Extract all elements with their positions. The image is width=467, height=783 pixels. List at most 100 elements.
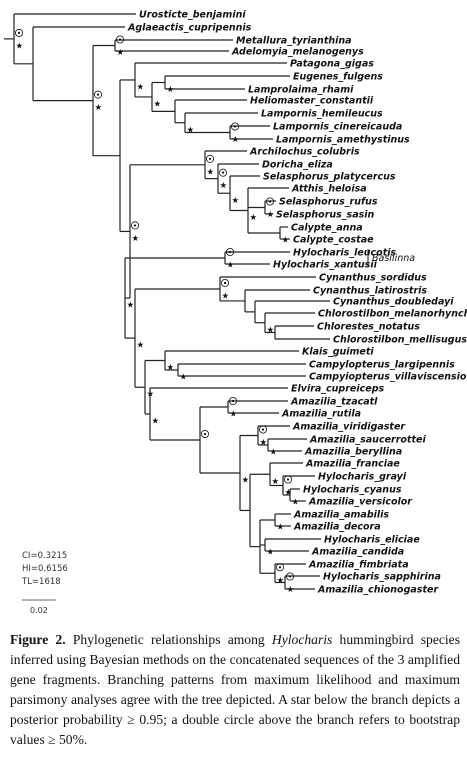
clade-label-basilinna: Basilinna xyxy=(372,253,415,264)
posterior-star: ★ xyxy=(137,341,145,351)
taxon-label: Heliomaster_constantii xyxy=(250,96,374,107)
bootstrap-marker-dot xyxy=(221,171,225,174)
posterior-star: ★ xyxy=(250,213,258,223)
taxon-label: Cynanthus_sordidus xyxy=(319,273,427,284)
posterior-star: ★ xyxy=(137,82,145,92)
taxon-label: Eugenes_fulgens xyxy=(293,72,383,83)
bootstrap-marker xyxy=(200,429,209,438)
posterior-star: ★ xyxy=(117,48,125,58)
posterior-star: ★ xyxy=(292,498,300,508)
posterior-star: ★ xyxy=(152,416,160,426)
bootstrap-marker-dot xyxy=(96,93,100,96)
posterior-star: ★ xyxy=(232,135,240,145)
bootstrap-marker xyxy=(275,563,284,572)
stat-ci: CI=0.3215 xyxy=(22,551,67,561)
posterior-star: ★ xyxy=(167,363,175,373)
taxon-label: Metallura_tyrianthina xyxy=(236,36,352,47)
stat-tl: TL=1618 xyxy=(21,577,61,587)
posterior-star: ★ xyxy=(180,373,188,383)
taxon-label: Calypte_costae xyxy=(293,235,374,246)
posterior-star: ★ xyxy=(232,196,240,206)
support-markers: ★★★★★★★★★★★★★★★★★★★★★★★★★★★★★★★★★★★ xyxy=(14,28,300,595)
bootstrap-marker xyxy=(220,278,229,287)
taxon-label: Hylocharis_xantusii xyxy=(273,260,378,271)
taxon-label: Amazilia_chionogaster xyxy=(317,585,439,596)
posterior-star: ★ xyxy=(282,236,290,246)
taxon-label: Doricha_eliza xyxy=(262,160,333,171)
posterior-star: ★ xyxy=(222,291,230,301)
taxon-label: Hylocharis_cyanus xyxy=(303,485,402,496)
bootstrap-marker xyxy=(265,197,274,206)
taxon-label: Lampornis_cinereicauda xyxy=(273,122,402,133)
posterior-star: ★ xyxy=(132,234,140,244)
scale-bar-label: 0.02 xyxy=(30,606,48,615)
posterior-star: ★ xyxy=(267,325,275,335)
posterior-star: ★ xyxy=(95,103,103,113)
bootstrap-marker xyxy=(283,475,292,484)
bootstrap-marker xyxy=(116,35,125,44)
taxon-label: Chlorostilbon_mellisugus xyxy=(333,335,467,346)
stat-hi: HI=0.6156 xyxy=(22,564,68,574)
posterior-star: ★ xyxy=(260,438,268,448)
bootstrap-marker-dot xyxy=(286,478,290,481)
taxon-label: Amazilia_decora xyxy=(293,522,381,533)
posterior-star: ★ xyxy=(147,390,155,400)
posterior-star: ★ xyxy=(187,125,195,135)
posterior-star: ★ xyxy=(277,576,285,586)
posterior-star: ★ xyxy=(285,488,293,498)
taxon-label: Amazilia_tzacatl xyxy=(290,397,378,408)
bootstrap-marker xyxy=(94,90,103,99)
posterior-star: ★ xyxy=(16,41,24,51)
figure-caption: Figure 2. Phylogenetic relationships amo… xyxy=(10,630,460,750)
bootstrap-marker-dot xyxy=(223,281,227,285)
taxon-label: Chlorostilbon_melanorhynchus xyxy=(318,309,467,320)
taxon-label: Amazilia_versicolor xyxy=(308,497,413,508)
taxon-label: Selasphorus_rufus xyxy=(279,197,378,208)
bootstrap-marker-dot xyxy=(228,250,232,254)
taxon-label: Adelomyia_melanogenys xyxy=(231,47,364,58)
taxon-label: Lampornis_hemileucus xyxy=(261,109,383,120)
taxon-label: Amazilia_saucerrottei xyxy=(309,435,426,446)
taxon-label: Archilochus_colubris xyxy=(249,147,360,158)
bootstrap-marker-dot xyxy=(208,157,212,160)
posterior-star: ★ xyxy=(220,181,228,191)
posterior-star: ★ xyxy=(267,210,275,220)
bootstrap-marker xyxy=(228,396,237,405)
bootstrap-marker xyxy=(225,247,234,256)
bootstrap-marker-dot xyxy=(233,125,237,128)
taxon-label: Atthis_heloisa xyxy=(291,184,367,195)
bootstrap-marker-dot xyxy=(278,566,282,569)
caption-genus: Hylocharis xyxy=(271,632,333,647)
taxon-label: Amazilia_amabilis xyxy=(293,510,389,521)
bootstrap-marker-dot xyxy=(133,224,137,227)
posterior-star: ★ xyxy=(227,261,235,271)
bootstrap-marker xyxy=(14,28,23,37)
taxon-label: Amazilia_viridigaster xyxy=(292,422,406,433)
posterior-star: ★ xyxy=(167,85,175,95)
bootstrap-marker xyxy=(130,221,139,230)
posterior-star: ★ xyxy=(230,410,238,420)
taxon-label: Hylocharis_grayi xyxy=(318,472,407,483)
taxon-label: Selasphorus_sasin xyxy=(276,210,375,221)
phylogenetic-tree: ★★★★★★★★★★★★★★★★★★★★★★★★★★★★★★★★★★★ Uros… xyxy=(4,10,467,615)
bootstrap-marker xyxy=(218,168,227,177)
bootstrap-marker xyxy=(258,425,267,434)
taxon-label: Urosticte_benjamini xyxy=(139,10,246,21)
taxon-label: Selasphorus_platycercus xyxy=(263,172,396,183)
taxon-label: Patagona_gigas xyxy=(290,59,374,70)
taxon-label: Amazilia_franciae xyxy=(305,459,400,470)
taxon-label: Cynanthus_latirostris xyxy=(313,286,427,297)
posterior-star: ★ xyxy=(154,99,162,109)
bootstrap-marker-dot xyxy=(268,200,272,203)
bootstrap-marker xyxy=(205,154,214,163)
posterior-star: ★ xyxy=(277,523,285,533)
caption-label: Figure 2. xyxy=(10,632,66,647)
posterior-star: ★ xyxy=(127,301,135,311)
bootstrap-marker-dot xyxy=(203,432,207,436)
taxon-label: Cynanthus_doubledayi xyxy=(333,297,454,308)
taxon-label: Hylocharis_leucotis xyxy=(293,248,396,259)
taxon-label: Chlorestes_notatus xyxy=(317,322,420,333)
taxon-label: Campylopterus_largipennis xyxy=(309,360,455,371)
taxon-label: Amazilia_candida xyxy=(311,547,404,558)
caption-text-1: Phylogenetic relationships among xyxy=(65,632,272,647)
